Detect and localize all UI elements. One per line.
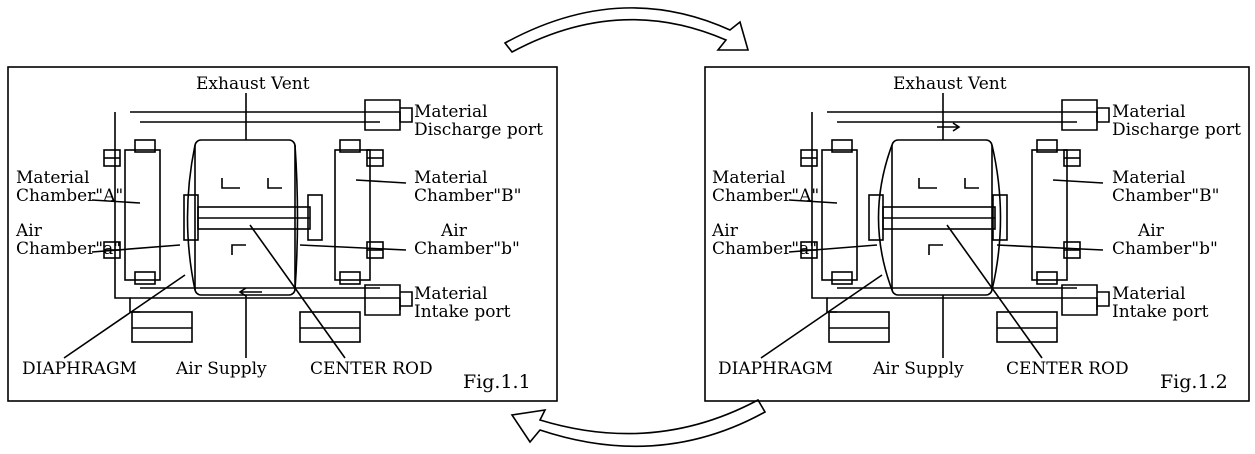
discharge-port-tip	[400, 107, 413, 123]
top-manifold-outline	[827, 111, 1098, 122]
foot-right	[299, 311, 361, 343]
check-valve-top-left	[134, 139, 156, 153]
manifold-flow-arrow	[238, 287, 262, 297]
material-chamber-b-label-1: Material	[414, 168, 488, 188]
chamber-a-housing	[124, 149, 161, 281]
fig-1-1-frame	[7, 66, 558, 402]
air-flow-arrow-1	[918, 178, 937, 189]
material-chamber-b-label-1: Material	[1112, 168, 1186, 188]
material-chamber-a-label-2: Chamber"A"	[712, 186, 820, 206]
check-valve-bottom-left	[134, 271, 156, 285]
foot-right	[996, 311, 1058, 343]
leader-center-rod	[946, 224, 1043, 359]
discharge-port	[1061, 99, 1098, 131]
top-manifold-outline	[130, 111, 401, 122]
air-supply-label: Air Supply	[176, 359, 267, 379]
leader-center-rod	[249, 224, 346, 359]
check-valve-top-left	[831, 139, 853, 153]
material-chamber-a-label-1: Material	[16, 168, 90, 188]
bottom-manifold-outline	[130, 297, 401, 310]
center-rod-label: CENTER ROD	[310, 359, 433, 379]
figure-caption: Fig.1.1	[463, 371, 531, 393]
air-chamber-b-label-1: Air	[441, 221, 467, 241]
check-valve-top-right	[1036, 139, 1058, 153]
intake-port-tip	[1097, 291, 1110, 307]
leader-chamber-a	[91, 199, 141, 204]
air-flow-arrow-3	[928, 244, 943, 255]
material-intake-label-2: Intake port	[1112, 302, 1209, 322]
center-rod-label: CENTER ROD	[1006, 359, 1129, 379]
material-intake-label-1: Material	[414, 284, 488, 304]
exhaust-vent-label: Exhaust Vent	[196, 74, 310, 94]
material-chamber-a-label-1: Material	[712, 168, 786, 188]
chamber-a-housing	[821, 149, 858, 281]
cycle-arrow-top-icon	[503, 7, 750, 54]
leader-diaphragm	[63, 274, 186, 359]
foot-left	[828, 311, 890, 343]
air-chamber-a-label-2: Chamber"a"	[16, 239, 122, 259]
figure-caption: Fig.1.2	[1160, 371, 1228, 393]
pump-fig-1-2	[760, 93, 1110, 359]
air-chamber-b-label-2: Chamber"b"	[1112, 239, 1218, 259]
material-discharge-label-2: Discharge port	[414, 120, 543, 140]
material-discharge-label-2: Discharge port	[1112, 120, 1241, 140]
air-supply-label: Air Supply	[873, 359, 964, 379]
fig-1-2-frame	[704, 66, 1250, 402]
manifold-flow-arrow	[937, 122, 961, 132]
material-intake-label-1: Material	[1112, 284, 1186, 304]
diaphragm-left	[186, 144, 196, 291]
air-flow-arrow-2	[964, 178, 979, 189]
diaphragm-plate-left	[868, 194, 884, 241]
housing-left-outline	[811, 112, 837, 313]
material-chamber-b-label-2: Chamber"B"	[1112, 186, 1220, 206]
diaphragm-plate-left	[183, 194, 199, 241]
leader-air-a	[91, 244, 181, 253]
housing-left-outline	[114, 112, 140, 313]
exhaust-vent-label: Exhaust Vent	[893, 74, 1007, 94]
pump-fig-1-1	[63, 93, 413, 359]
air-chamber-a-label-2: Chamber"a"	[712, 239, 818, 259]
intake-port	[364, 284, 401, 316]
material-discharge-label-1: Material	[414, 102, 488, 122]
air-chamber-a-label-1: Air	[712, 221, 738, 241]
air-flow-arrow-1	[221, 178, 240, 189]
leader-air-b	[299, 244, 407, 251]
chamber-b-housing	[334, 149, 371, 281]
diaphragm-label: DIAPHRAGM	[22, 359, 137, 379]
air-chamber-b-label-1: Air	[1138, 221, 1164, 241]
cycle-arrow-bottom-icon	[510, 398, 767, 448]
discharge-port	[364, 99, 401, 131]
diaphragm-left	[877, 144, 893, 291]
chamber-b-housing	[1031, 149, 1068, 281]
leader-air-a	[788, 244, 878, 253]
material-discharge-label-1: Material	[1112, 102, 1186, 122]
foot-left	[131, 311, 193, 343]
diaphragm-right	[991, 144, 1002, 291]
check-valve-bottom-right	[339, 271, 361, 285]
diaphragm-label: DIAPHRAGM	[718, 359, 833, 379]
leader-air-b	[996, 244, 1104, 251]
leader-diaphragm	[760, 274, 883, 359]
check-valve-bottom-left	[831, 271, 853, 285]
leader-chamber-a	[788, 199, 838, 204]
leader-chamber-b	[1052, 179, 1104, 184]
material-chamber-b-label-2: Chamber"B"	[414, 186, 522, 206]
leader-chamber-b	[355, 179, 407, 184]
bottom-manifold-outline	[827, 297, 1098, 310]
air-chamber-b-label-2: Chamber"b"	[414, 239, 520, 259]
material-chamber-a-label-2: Chamber"A"	[16, 186, 124, 206]
intake-port-tip	[400, 291, 413, 307]
discharge-port-tip	[1097, 107, 1110, 123]
air-flow-arrow-3	[231, 244, 246, 255]
intake-port	[1061, 284, 1098, 316]
check-valve-top-right	[339, 139, 361, 153]
air-flow-arrow-2	[267, 178, 282, 189]
material-intake-label-2: Intake port	[414, 302, 511, 322]
air-chamber-a-label-1: Air	[16, 221, 42, 241]
check-valve-bottom-right	[1036, 271, 1058, 285]
